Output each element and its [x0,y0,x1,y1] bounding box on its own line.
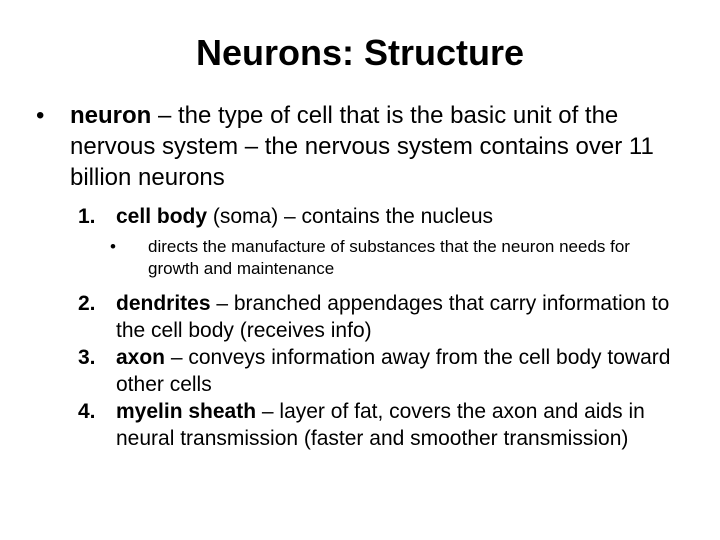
list-item-rest: (soma) – contains the nucleus [207,205,494,228]
list-item-axon: 3. axon – conveys information away from … [78,344,688,398]
numbered-list-part2: 2. dendrites – branched appendages that … [78,290,688,452]
sub-bullet-text: directs the manufacture of substances th… [148,237,630,278]
list-item-term: myelin sheath [116,400,257,423]
bullet-dot-icon: • [36,102,45,129]
bullet-rest: – the type of cell that is the basic uni… [70,102,654,191]
slide-title: Neurons: Structure [195,32,525,73]
list-item-cell-body: 1. cell body (soma) – contains the nucle… [78,203,688,230]
list-item-term: dendrites [116,292,211,315]
list-item-number: 3. [78,346,96,369]
list-item-number: 1. [78,205,96,228]
sub-bullet-dot-icon: • [110,237,116,256]
sub-bullet: • directs the manufacture of substances … [110,236,670,280]
bullet-neuron: • neuron – the type of cell that is the … [36,100,676,193]
list-item-number: 2. [78,292,96,315]
list-item-rest: – layer of fat, covers the axon and aids… [116,400,645,450]
list-item-term: cell body [116,205,208,228]
list-item-rest: – branched appendages that carry informa… [116,292,670,342]
list-item-myelin-sheath: 4. myelin sheath – layer of fat, covers … [78,398,688,452]
list-item-dendrites: 2. dendrites – branched appendages that … [78,290,688,344]
bullet-term: neuron [70,102,152,129]
bullet-text: neuron – the type of cell that is the ba… [36,100,676,193]
list-item-number: 4. [78,400,96,423]
list-item-term: axon [116,346,166,369]
numbered-list-part1: 1. cell body (soma) – contains the nucle… [78,203,688,230]
list-item-rest: – conveys information away from the cell… [116,346,671,396]
